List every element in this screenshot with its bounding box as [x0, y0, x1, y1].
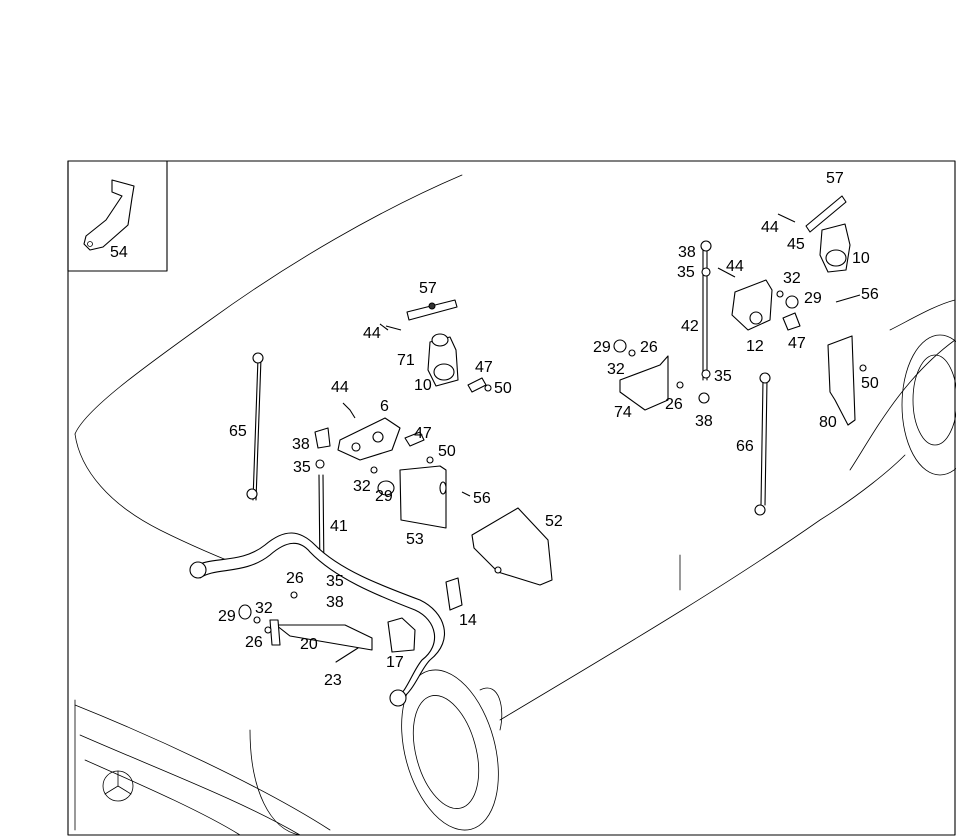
callout-label: 29 [593, 339, 611, 356]
callout-label: 38 [292, 436, 310, 453]
callout-label: 56 [473, 490, 491, 507]
callout-label: 32 [255, 600, 273, 617]
callout-label: 53 [406, 531, 424, 548]
callout-label: 14 [459, 612, 477, 629]
inset-frame [67, 160, 168, 272]
callout-label: 12 [746, 338, 764, 355]
callout-label: 50 [438, 443, 456, 460]
callout-label: 26 [286, 570, 304, 587]
bracket-52 [471, 507, 553, 586]
diagram-frame [67, 160, 956, 836]
callout-label: 38 [326, 594, 344, 611]
callout-label: 50 [494, 380, 512, 397]
callout-label: 26 [640, 339, 658, 356]
callout-label: 74 [614, 404, 632, 421]
callout-label: 50 [861, 375, 879, 392]
callout-label: 26 [665, 396, 683, 413]
callout-label: 29 [375, 488, 393, 505]
callout-label: 71 [397, 352, 415, 369]
callout-label: 54 [110, 244, 128, 261]
callout-label: 45 [787, 236, 805, 253]
callout-label: 66 [736, 438, 754, 455]
callout-label: 35 [326, 573, 344, 590]
callout-label: 20 [300, 636, 318, 653]
callout-label: 38 [678, 244, 696, 261]
left-link-rod [246, 352, 264, 501]
right-valve-assembly [613, 195, 867, 426]
callout-label: 41 [330, 518, 348, 535]
callout-label: 47 [475, 359, 493, 376]
callout-label: 44 [331, 379, 349, 396]
callout-label: 32 [607, 361, 625, 378]
callout-label: 32 [353, 478, 371, 495]
callout-label: 44 [761, 219, 779, 236]
right-link-rod [754, 372, 771, 516]
callout-label: 32 [783, 270, 801, 287]
callout-label: 47 [414, 425, 432, 442]
callout-label: 56 [861, 286, 879, 303]
callout-label: 52 [545, 513, 563, 530]
vehicle-outline [74, 174, 956, 836]
stabilizer-bar [189, 532, 446, 707]
right-threaded-rod [698, 240, 712, 404]
callout-label: 57 [419, 280, 437, 297]
callout-label: 26 [245, 634, 263, 651]
callout-label: 29 [804, 290, 822, 307]
callout-label: 42 [681, 318, 699, 335]
callout-label: 17 [386, 654, 404, 671]
callout-label: 35 [293, 459, 311, 476]
callout-label: 80 [819, 414, 837, 431]
inset-bracket-part [83, 179, 135, 251]
callout-label: 57 [826, 170, 844, 187]
callout-label: 35 [677, 264, 695, 281]
callout-label: 10 [414, 377, 432, 394]
callout-label: 65 [229, 423, 247, 440]
callout-label: 38 [695, 413, 713, 430]
lower-bracket-assembly [238, 577, 463, 663]
left-valve-assembly [314, 299, 492, 529]
callout-label: 6 [380, 398, 389, 415]
callout-label: 47 [788, 335, 806, 352]
callout-label: 35 [714, 368, 732, 385]
callout-label: 44 [726, 258, 744, 275]
callout-label: 44 [363, 325, 381, 342]
callout-label: 29 [218, 608, 236, 625]
callout-label: 10 [852, 250, 870, 267]
callout-label: 23 [324, 672, 342, 689]
